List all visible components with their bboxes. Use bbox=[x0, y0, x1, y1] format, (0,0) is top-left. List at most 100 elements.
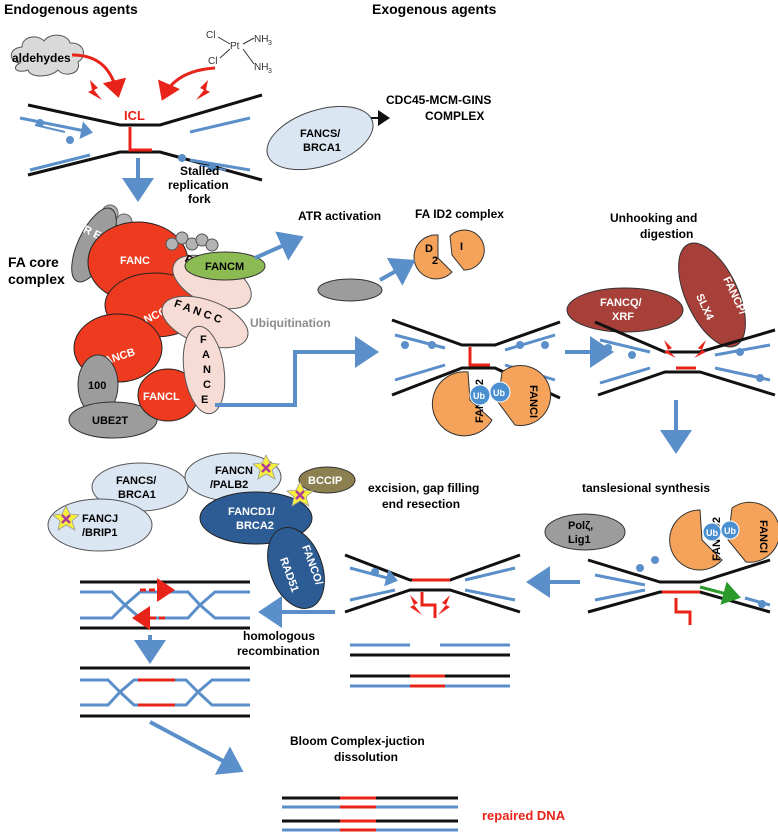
unhooking-label-2: digestion bbox=[640, 227, 693, 241]
svg-text:FANCI: FANCI bbox=[527, 385, 539, 418]
svg-text:/BRIP1: /BRIP1 bbox=[82, 527, 117, 539]
excision-label-1: excision, gap filling bbox=[368, 481, 479, 495]
double-holliday-junction-dna bbox=[80, 666, 250, 718]
repaired-label: repaired DNA bbox=[482, 808, 566, 823]
svg-text:FANC: FANC bbox=[120, 255, 150, 267]
stalled-label-1: Stalled bbox=[180, 164, 219, 178]
svg-text:FANCQ/: FANCQ/ bbox=[600, 297, 642, 309]
fa-core-label-2: complex bbox=[8, 271, 65, 287]
bloom-label-1: Bloom Complex-juction bbox=[290, 734, 425, 748]
stalled-label-3: fork bbox=[188, 192, 211, 206]
mutation-star-icon bbox=[286, 481, 314, 507]
svg-text:/PALB2: /PALB2 bbox=[210, 479, 248, 491]
fancs-brca1-hr: FANCS/ BRCA1 bbox=[91, 462, 189, 512]
core-to-fork2-arrow bbox=[215, 336, 379, 407]
svg-text:BCCIP: BCCIP bbox=[308, 475, 342, 487]
svg-text:A: A bbox=[202, 349, 210, 361]
usp1-protein bbox=[317, 278, 383, 302]
ubiquitination-label: Ubiquitination bbox=[250, 316, 331, 330]
svg-text:FANCJ: FANCJ bbox=[82, 513, 118, 525]
fa-id2-label: FA ID2 complex bbox=[415, 207, 504, 221]
fa-core-complex: R E V 1 FANC FANCG FANCB 100 UBE2T FANCL… bbox=[68, 204, 266, 439]
atr-label: ATR activation bbox=[298, 209, 381, 223]
svg-text:3: 3 bbox=[268, 68, 272, 75]
svg-text:N: N bbox=[203, 364, 211, 376]
svg-text:NH: NH bbox=[254, 62, 268, 73]
svg-text:I: I bbox=[460, 241, 463, 253]
hr-label-1: homologous bbox=[243, 629, 315, 643]
svg-text:XRF: XRF bbox=[612, 311, 634, 323]
unhooking-label-1: Unhooking and bbox=[610, 211, 697, 225]
aldehydes-cloud: aldehydes bbox=[10, 34, 85, 77]
cmg-label-2: COMPLEX bbox=[425, 109, 484, 123]
svg-text:Lig1: Lig1 bbox=[568, 534, 591, 546]
svg-text:Ub: Ub bbox=[706, 528, 718, 538]
fancs-brca1-top: FANCS/ BRCA1 bbox=[266, 105, 374, 171]
svg-text:Pt: Pt bbox=[230, 41, 240, 52]
lightning-icon bbox=[196, 80, 210, 100]
svg-text:Ub: Ub bbox=[473, 391, 485, 401]
svg-text:E: E bbox=[201, 394, 208, 406]
svg-text:BRCA2: BRCA2 bbox=[236, 520, 274, 532]
endogenous-title: Endogenous agents bbox=[4, 1, 138, 17]
svg-text:FANCI: FANCI bbox=[757, 520, 769, 553]
bccip: BCCIP bbox=[298, 466, 356, 494]
svg-text:BRCA1: BRCA1 bbox=[118, 489, 156, 501]
fancq-xrf: FANCQ/ XRF bbox=[566, 287, 684, 333]
cisplatin-to-icl-arrow bbox=[158, 66, 216, 101]
dna-fork-1 bbox=[19, 93, 263, 182]
svg-text:BRCA1: BRCA1 bbox=[303, 142, 341, 154]
svg-text:Ub: Ub bbox=[724, 526, 736, 536]
svg-text:FANCS/: FANCS/ bbox=[300, 128, 340, 140]
svg-text:FANCM: FANCM bbox=[205, 261, 244, 273]
usp1-arrow bbox=[379, 257, 416, 286]
cisplatin-structure: Cl Pt Cl NH 3 NH 3 bbox=[206, 30, 272, 75]
svg-text:Polζ,: Polζ, bbox=[568, 520, 593, 532]
svg-text:FANCD1/: FANCD1/ bbox=[228, 506, 275, 518]
bloom-label-2: dissolution bbox=[334, 750, 398, 764]
mutation-star-icon bbox=[52, 505, 80, 531]
repaired-dna bbox=[282, 796, 458, 832]
svg-text:NH: NH bbox=[254, 34, 268, 45]
fanco-rad51: FANCO/ RAD51 bbox=[267, 527, 325, 609]
svg-text:D: D bbox=[425, 243, 433, 255]
dna-fork-5 bbox=[344, 553, 521, 618]
fancp-slx4: FANCP/ SLX4 bbox=[678, 242, 748, 348]
svg-text:FANCS/: FANCS/ bbox=[116, 475, 156, 487]
tls-label: tanslesional synthesis bbox=[582, 481, 710, 495]
fa-id2-complex: D 2 I bbox=[413, 229, 485, 280]
lightning-icon bbox=[88, 80, 102, 100]
fancj-brip1: FANCJ /BRIP1 bbox=[47, 498, 153, 552]
svg-text:Cl: Cl bbox=[208, 56, 217, 67]
hr-label-2: recombination bbox=[237, 644, 320, 658]
bloom-arrow bbox=[149, 720, 244, 775]
svg-text:Ub: Ub bbox=[493, 388, 505, 398]
dna-fork-4 bbox=[587, 556, 771, 625]
aldehyde-to-icl-arrow bbox=[71, 53, 127, 98]
polz-lig1: Polζ, Lig1 bbox=[544, 513, 626, 551]
atr-arrow bbox=[254, 231, 304, 261]
aldehydes-label: aldehydes bbox=[12, 51, 71, 65]
fancd2-fanci-complex-1: FANCD2 FANCI Ub Ub bbox=[431, 365, 552, 437]
stalled-label-2: replication bbox=[168, 178, 229, 192]
gap-filled-dna bbox=[350, 643, 510, 688]
svg-text:FANCL: FANCL bbox=[143, 391, 180, 403]
mutation-star-icon bbox=[252, 454, 280, 480]
exogenous-title: Exogenous agents bbox=[372, 1, 497, 17]
icl-label: ICL bbox=[124, 108, 145, 123]
fa-core-label-1: FA core bbox=[8, 254, 59, 270]
svg-text:2: 2 bbox=[432, 255, 438, 267]
svg-text:UBE2T: UBE2T bbox=[92, 415, 128, 427]
holliday-junction-dna bbox=[80, 578, 250, 630]
svg-text:C: C bbox=[203, 379, 211, 391]
svg-text:FANCN: FANCN bbox=[215, 465, 253, 477]
cmg-label-1: CDC45-MCM-GINS bbox=[386, 93, 491, 107]
svg-text:100: 100 bbox=[88, 380, 106, 392]
svg-text:3: 3 bbox=[268, 40, 272, 47]
fancd2-fanci-complex-2: FANCD2 FANCI Ub Ub bbox=[669, 501, 778, 571]
svg-text:F: F bbox=[200, 334, 207, 346]
excision-label-2: end resection bbox=[382, 497, 460, 511]
svg-text:Cl: Cl bbox=[206, 30, 215, 41]
dna-fork-3 bbox=[594, 320, 776, 397]
